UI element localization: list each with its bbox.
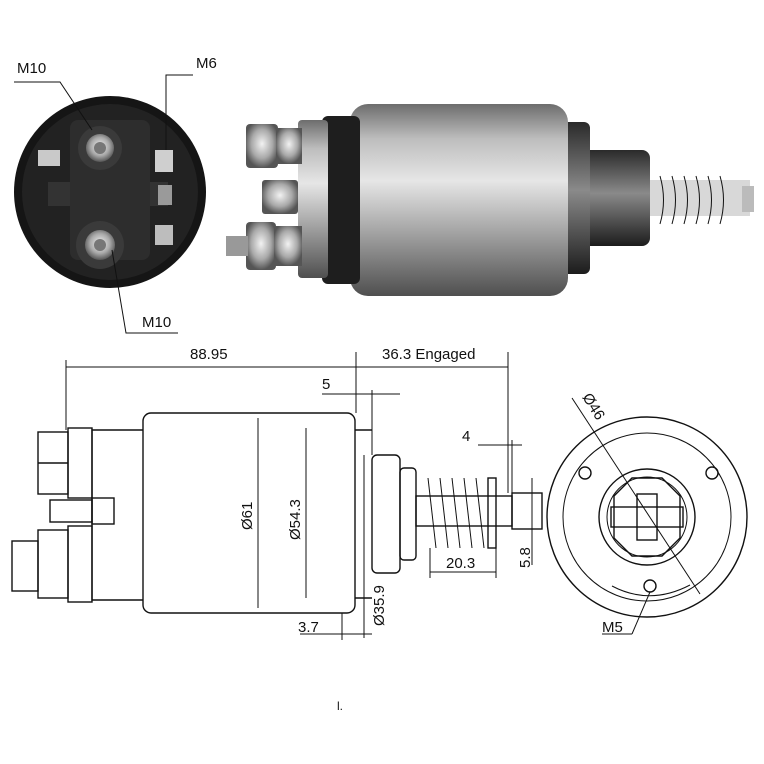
mounting-hole-left bbox=[578, 466, 592, 480]
mounting-hole-bottom bbox=[643, 579, 657, 593]
footer-mark: l. bbox=[337, 699, 343, 713]
dim-nose-diameter: Ø35.9 bbox=[371, 585, 388, 626]
flange-outline bbox=[546, 416, 748, 618]
m6-terminal bbox=[155, 150, 173, 172]
dim-overall-length: 88.95 bbox=[190, 346, 228, 363]
solenoid-body bbox=[350, 104, 568, 296]
photo-side-view bbox=[226, 104, 754, 296]
dim-spring-length: 20.3 bbox=[446, 555, 475, 572]
dim-body-diameter: Ø61 bbox=[239, 502, 256, 530]
dim-bolt-circle: Ø46 bbox=[579, 390, 608, 423]
dim-slot-width: 5.8 bbox=[517, 547, 534, 568]
dim-screw: M5 bbox=[602, 619, 623, 636]
solenoid-nose bbox=[580, 150, 650, 246]
drawing-side-view: 88.95 36.3 Engaged 5 Ø61 Ø54.3 Ø35.9 3.7… bbox=[11, 346, 543, 640]
label-m10-top: M10 bbox=[17, 60, 46, 77]
body-outline bbox=[142, 412, 356, 614]
mounting-hole-right bbox=[705, 466, 719, 480]
dim-flange-offset: 5 bbox=[322, 376, 330, 393]
dim-inner-diameter: Ø54.3 bbox=[287, 499, 304, 540]
photo-end-view: M10 M6 M10 bbox=[14, 55, 217, 334]
dim-engaged: 36.3 Engaged bbox=[382, 346, 475, 363]
dim-plunger-end: 4 bbox=[462, 428, 470, 445]
dim-flange-thickness: 3.7 bbox=[298, 619, 319, 636]
drawing-front-view: Ø46 M5 bbox=[546, 390, 748, 636]
label-m10-bottom: M10 bbox=[142, 314, 171, 331]
label-m6: M6 bbox=[196, 55, 217, 72]
